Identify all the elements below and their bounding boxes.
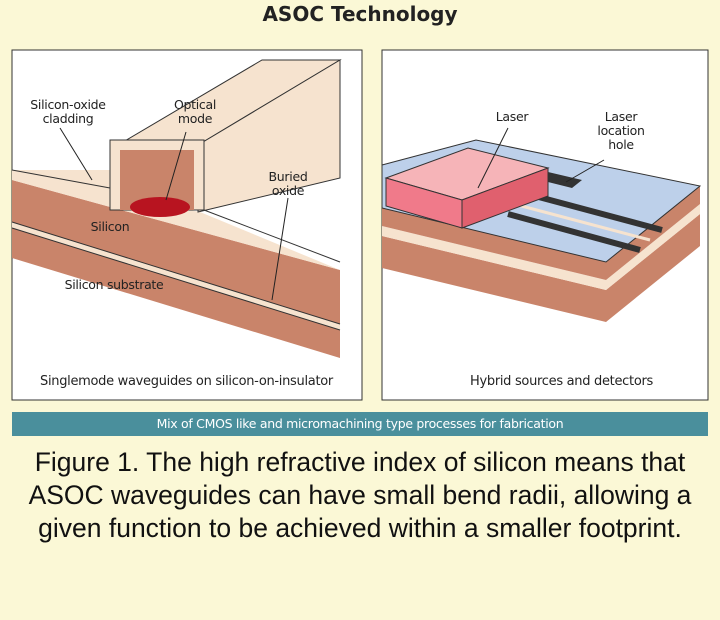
label-substrate: Silicon substrate	[64, 277, 164, 292]
right-panel-caption: Hybrid sources and detectors	[470, 374, 653, 389]
oxide-edge-top	[11, 221, 341, 325]
wafer-oxide	[382, 204, 700, 290]
cladding-surface	[12, 170, 340, 270]
laser-hole	[540, 172, 582, 188]
wafer-substrate	[382, 214, 700, 322]
label-silicon: Silicon	[90, 219, 130, 234]
label-laser: Laser	[495, 109, 529, 124]
buried-oxide-layer	[12, 222, 340, 330]
waveguide-stripe-1	[519, 189, 663, 233]
oxide-leader	[271, 197, 289, 301]
cladding-edge	[11, 169, 111, 189]
optical-mode-spot	[130, 197, 190, 217]
laser-leader	[477, 127, 509, 189]
label-optical-mode: Optical mode	[173, 97, 217, 126]
fabrication-banner: Mix of CMOS like and micromachining type…	[12, 412, 708, 436]
label-laser-hole: Laser location hole	[597, 109, 645, 152]
waveguide-stripe-2	[507, 211, 641, 253]
left-panel-caption: Singlemode waveguides on silicon-on-insu…	[40, 374, 333, 389]
oxide-edge-bottom	[11, 227, 341, 331]
cladding-edge-right	[203, 209, 341, 263]
cladding-leader	[59, 127, 93, 181]
figure-title: ASOC Technology	[262, 2, 458, 26]
mode-leader	[165, 131, 187, 201]
laser-side	[461, 167, 549, 229]
label-buried-oxide: Buried oxide	[268, 169, 308, 198]
figure-caption: Figure 1. The high refractive index of s…	[28, 447, 692, 543]
hole-leader	[565, 159, 605, 183]
wafer-silicon	[382, 186, 700, 280]
waveguide-stripe-gap	[513, 202, 651, 242]
silicon-layer	[12, 180, 340, 324]
substrate-layer	[12, 228, 340, 358]
hybrid-source-diagram	[381, 127, 702, 322]
waveguide-diagram	[11, 59, 342, 358]
label-cladding: Silicon-oxide cladding	[30, 97, 106, 126]
